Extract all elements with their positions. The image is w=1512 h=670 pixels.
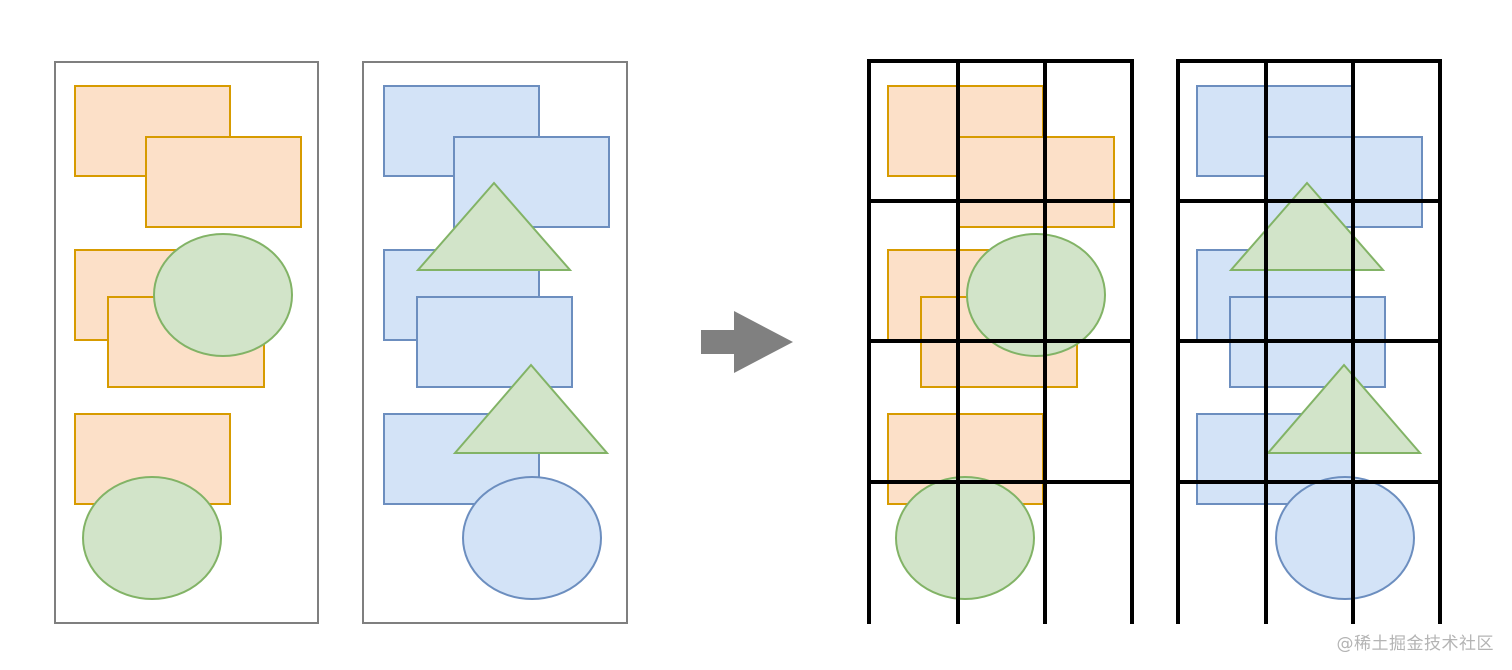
- blue-tiled-panel: [1176, 59, 1442, 624]
- blue-rect: [416, 296, 573, 388]
- blue-panel-triangles: [415, 181, 610, 454]
- blue-ellipse: [1275, 476, 1415, 600]
- tile-grid: [1176, 59, 1442, 624]
- green-ellipse: [895, 476, 1035, 600]
- green-triangle: [452, 363, 610, 454]
- orange-tiled-panel: [867, 59, 1134, 624]
- tile-grid: [867, 59, 1134, 624]
- orange-panel-circles: [82, 233, 293, 600]
- blue-ellipse: [462, 476, 602, 600]
- after-tiling-group: [867, 59, 1442, 624]
- green-triangle: [415, 181, 573, 271]
- green-ellipse: [153, 233, 293, 357]
- blue-panel-shapes: [383, 85, 610, 505]
- arrow-right-icon: [701, 311, 793, 373]
- green-triangle: [1265, 363, 1423, 454]
- green-ellipse: [82, 476, 222, 600]
- green-ellipse: [966, 233, 1106, 357]
- green-triangle: [1228, 181, 1386, 271]
- before-tiling-group: [54, 61, 628, 624]
- orange-rect: [145, 136, 302, 228]
- orange-rect: [958, 136, 1115, 228]
- watermark-text: @稀土掘金技术社区: [1336, 634, 1494, 654]
